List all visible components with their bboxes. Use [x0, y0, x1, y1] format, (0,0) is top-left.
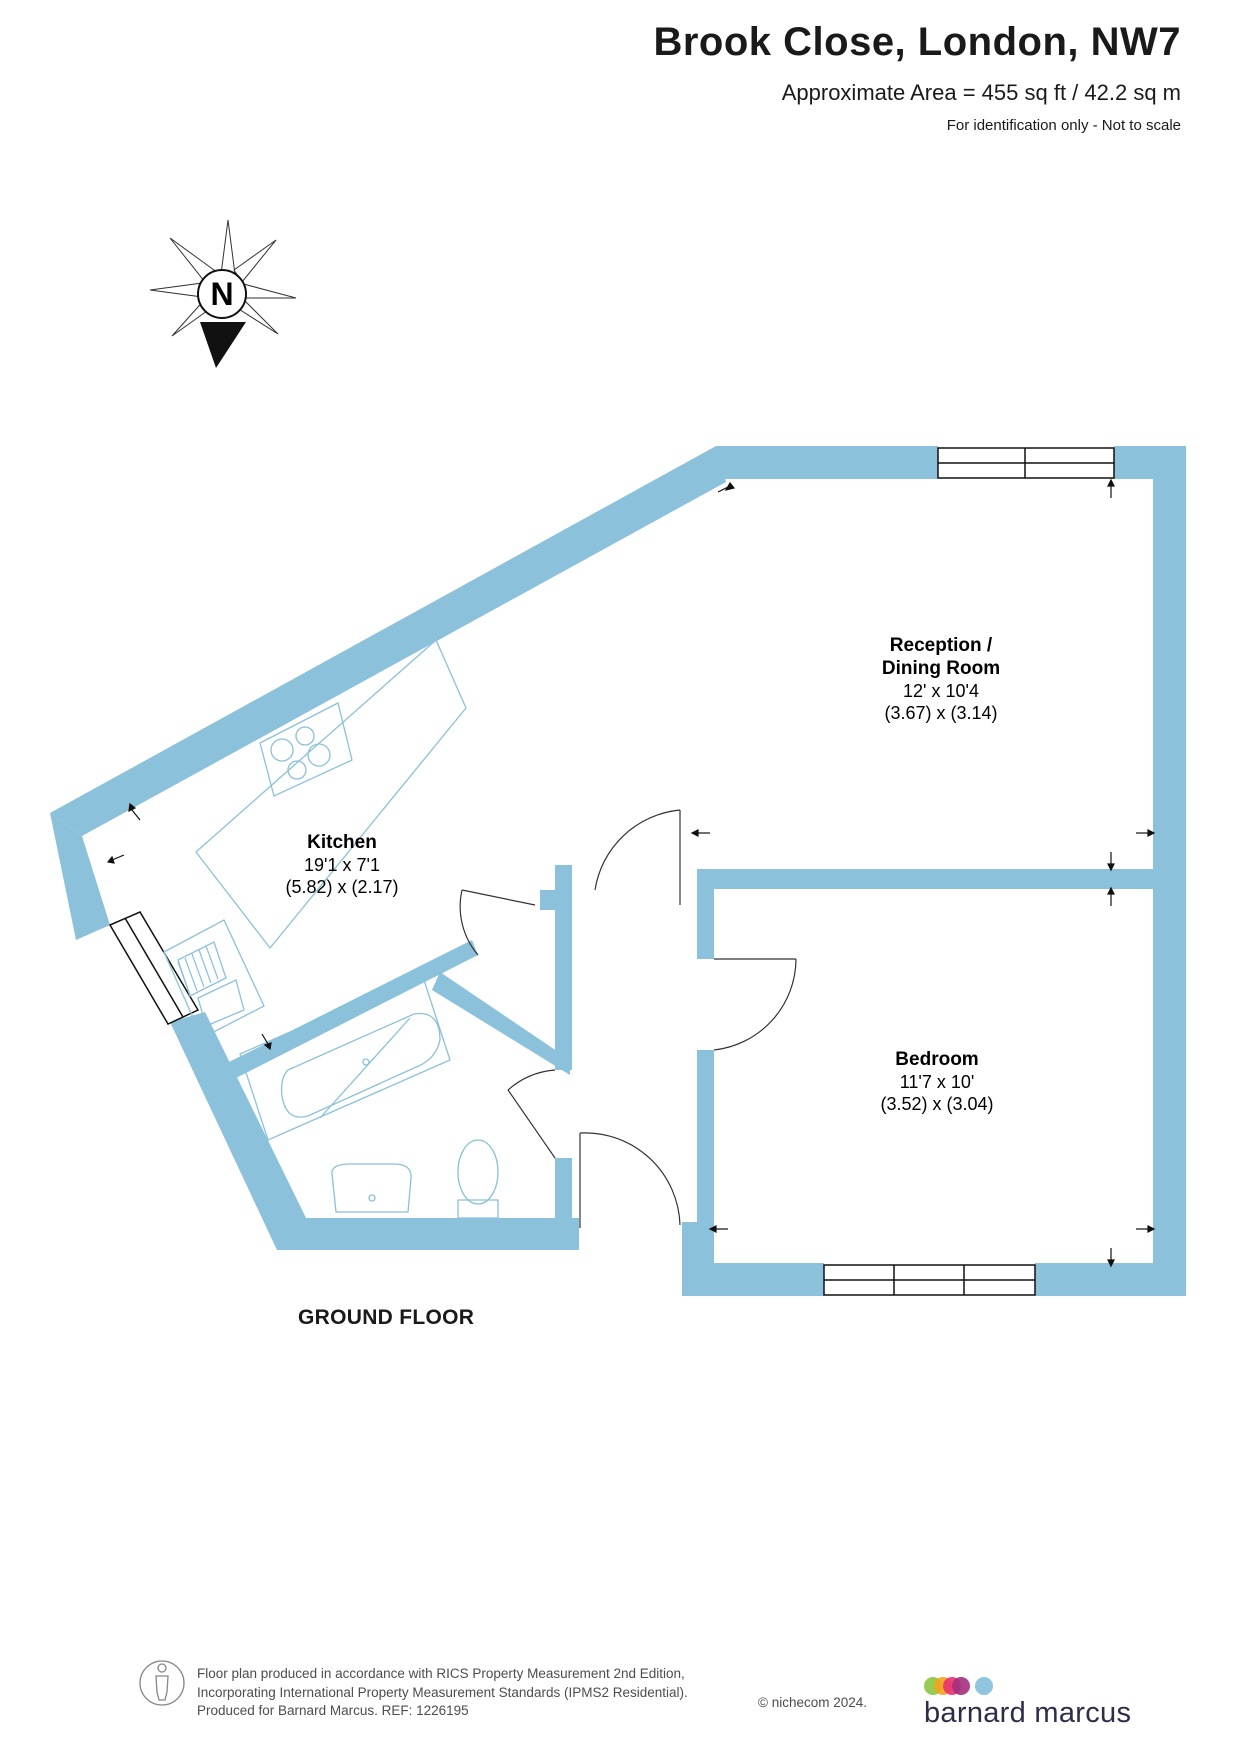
area-text: Approximate Area = 455 sq ft / 42.2 sq m	[781, 80, 1181, 105]
person-icon	[139, 1660, 185, 1706]
brand-logo-dots	[924, 1677, 993, 1695]
reception-dim-imperial: 12' x 10'4	[903, 681, 979, 701]
footer-line-2: Incorporating International Property Mea…	[197, 1684, 688, 1700]
room-labels: Reception / Dining Room 12' x 10'4 (3.67…	[285, 635, 1000, 1114]
walls	[50, 446, 1186, 1296]
kitchen-name: Kitchen	[307, 832, 377, 853]
measurement-arrows	[106, 478, 1156, 1268]
compass-icon: N	[149, 219, 297, 368]
windows	[108, 447, 1115, 1296]
bedroom-dim-imperial: 11'7 x 10'	[900, 1072, 975, 1092]
footer-line-1: Floor plan produced in accordance with R…	[197, 1666, 685, 1681]
kitchen-dim-metric: (5.82) x (2.17)	[285, 877, 398, 897]
copyright-text: © nichecom 2024.	[758, 1695, 868, 1710]
kitchen-sink-drainer	[177, 945, 219, 996]
footer-text: Floor plan produced in accordance with R…	[197, 1665, 688, 1721]
brand-dot	[975, 1677, 993, 1695]
reception-name-line2: Dining Room	[882, 658, 1000, 679]
bedroom-name: Bedroom	[895, 1049, 978, 1070]
bathroom-fixtures	[239, 973, 499, 1219]
brand-dot	[952, 1677, 970, 1695]
bedroom-dim-metric: (3.52) x (3.04)	[880, 1094, 993, 1114]
compass-label: N	[210, 276, 233, 312]
doors	[459, 809, 797, 1228]
disclaimer-text: For identification only - Not to scale	[946, 117, 1181, 134]
brand-name: barnard marcus	[924, 1697, 1132, 1729]
page-title: Brook Close, London, NW7	[653, 20, 1181, 64]
floor-label: GROUND FLOOR	[298, 1306, 475, 1329]
footer-line-3: Produced for Barnard Marcus. REF: 122619…	[197, 1703, 469, 1718]
reception-dim-metric: (3.67) x (3.14)	[884, 703, 997, 723]
kitchen-dim-imperial: 19'1 x 7'1	[304, 855, 380, 875]
reception-name-line1: Reception /	[890, 635, 993, 656]
